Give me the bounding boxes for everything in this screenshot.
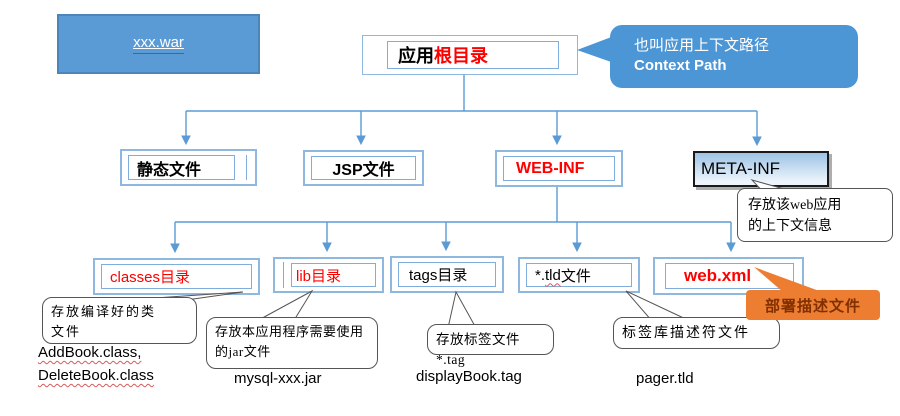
tags-note-bubble: 存放标签文件*.tag <box>427 324 554 367</box>
node-classes-dir: classes目录 <box>93 258 260 295</box>
example-tags-file: displayBook.tag <box>416 368 522 385</box>
classes-dir-label: classes目录 <box>101 264 252 289</box>
node-static-files: 静态文件 <box>120 149 257 186</box>
lib-note-line2: 的jar文件 <box>215 343 271 359</box>
webxml-deploy-label: 部署描述文件 <box>764 298 861 315</box>
web-inf-label: WEB-INF <box>503 156 615 181</box>
node-lib-dir: lib目录 <box>273 257 384 293</box>
node-jsp-files: JSP文件 <box>303 150 424 186</box>
tags-dir-label: tags目录 <box>398 262 496 287</box>
web-xml-label: web.xml <box>665 263 794 289</box>
context-path-line2: Context Path <box>634 57 727 74</box>
example-tld-file: pager.tld <box>636 370 694 387</box>
context-path-line1: 也叫应用上下文路径 <box>634 37 770 54</box>
meta-inf-label: META-INF <box>701 159 781 178</box>
war-file-box: xxx.war <box>57 14 260 74</box>
node-meta-inf: META-INF <box>693 151 829 187</box>
tld-label-wavy: tld <box>545 266 561 284</box>
context-path-callout: 也叫应用上下文路径 Context Path <box>610 25 858 88</box>
tags-bubble-tail <box>447 290 477 329</box>
app-root-label-highlight: 根目录 <box>434 46 488 66</box>
static-files-label: 静态文件 <box>128 155 235 180</box>
node-web-inf: WEB-INF <box>495 150 623 187</box>
node-app-root-inner: 应用根目录 <box>387 41 559 69</box>
jsp-files-label: JSP文件 <box>311 156 416 180</box>
lib-note-bubble: 存放本应用程序需要使用 的jar文件 <box>206 317 378 369</box>
war-file-label: xxx.war <box>133 34 184 54</box>
example-classes-file-1: AddBook.class, <box>38 344 142 361</box>
example-classes-file-2: DeleteBook.class <box>38 367 154 384</box>
lib-note-line1: 存放本应用程序需要使用 <box>215 324 364 339</box>
classes-note-bubble: 存放编译好的类 文件 <box>42 297 197 344</box>
classes-note-line1: 存放编译好的类 <box>51 304 157 319</box>
metainf-note-bubble: 存放该web应用 的上下文信息 <box>737 188 893 242</box>
metainf-note-line2: 的上下文信息 <box>748 219 832 234</box>
lib-dir-label: lib目录 <box>291 263 376 287</box>
node-tags-dir: tags目录 <box>390 256 504 293</box>
context-callout-tail <box>577 36 614 63</box>
app-root-label: 应用 <box>398 46 434 66</box>
tld-note-bubble: 标签库描述符文件 <box>613 317 780 349</box>
classes-note-line2: 文件 <box>51 323 82 339</box>
tld-note-line1: 标签库描述符文件 <box>622 326 750 341</box>
webxml-deploy-callout: 部署描述文件 <box>746 290 880 320</box>
tags-note-line1: 存放标签文件*.tag <box>436 332 520 368</box>
tld-label-suffix: 文件 <box>560 267 591 285</box>
tld-label-prefix: *. <box>535 266 546 284</box>
example-lib-file: mysql-xxx.jar <box>234 370 322 387</box>
node-app-root: 应用根目录 <box>362 35 578 75</box>
metainf-note-line1: 存放该web应用 <box>748 198 842 213</box>
